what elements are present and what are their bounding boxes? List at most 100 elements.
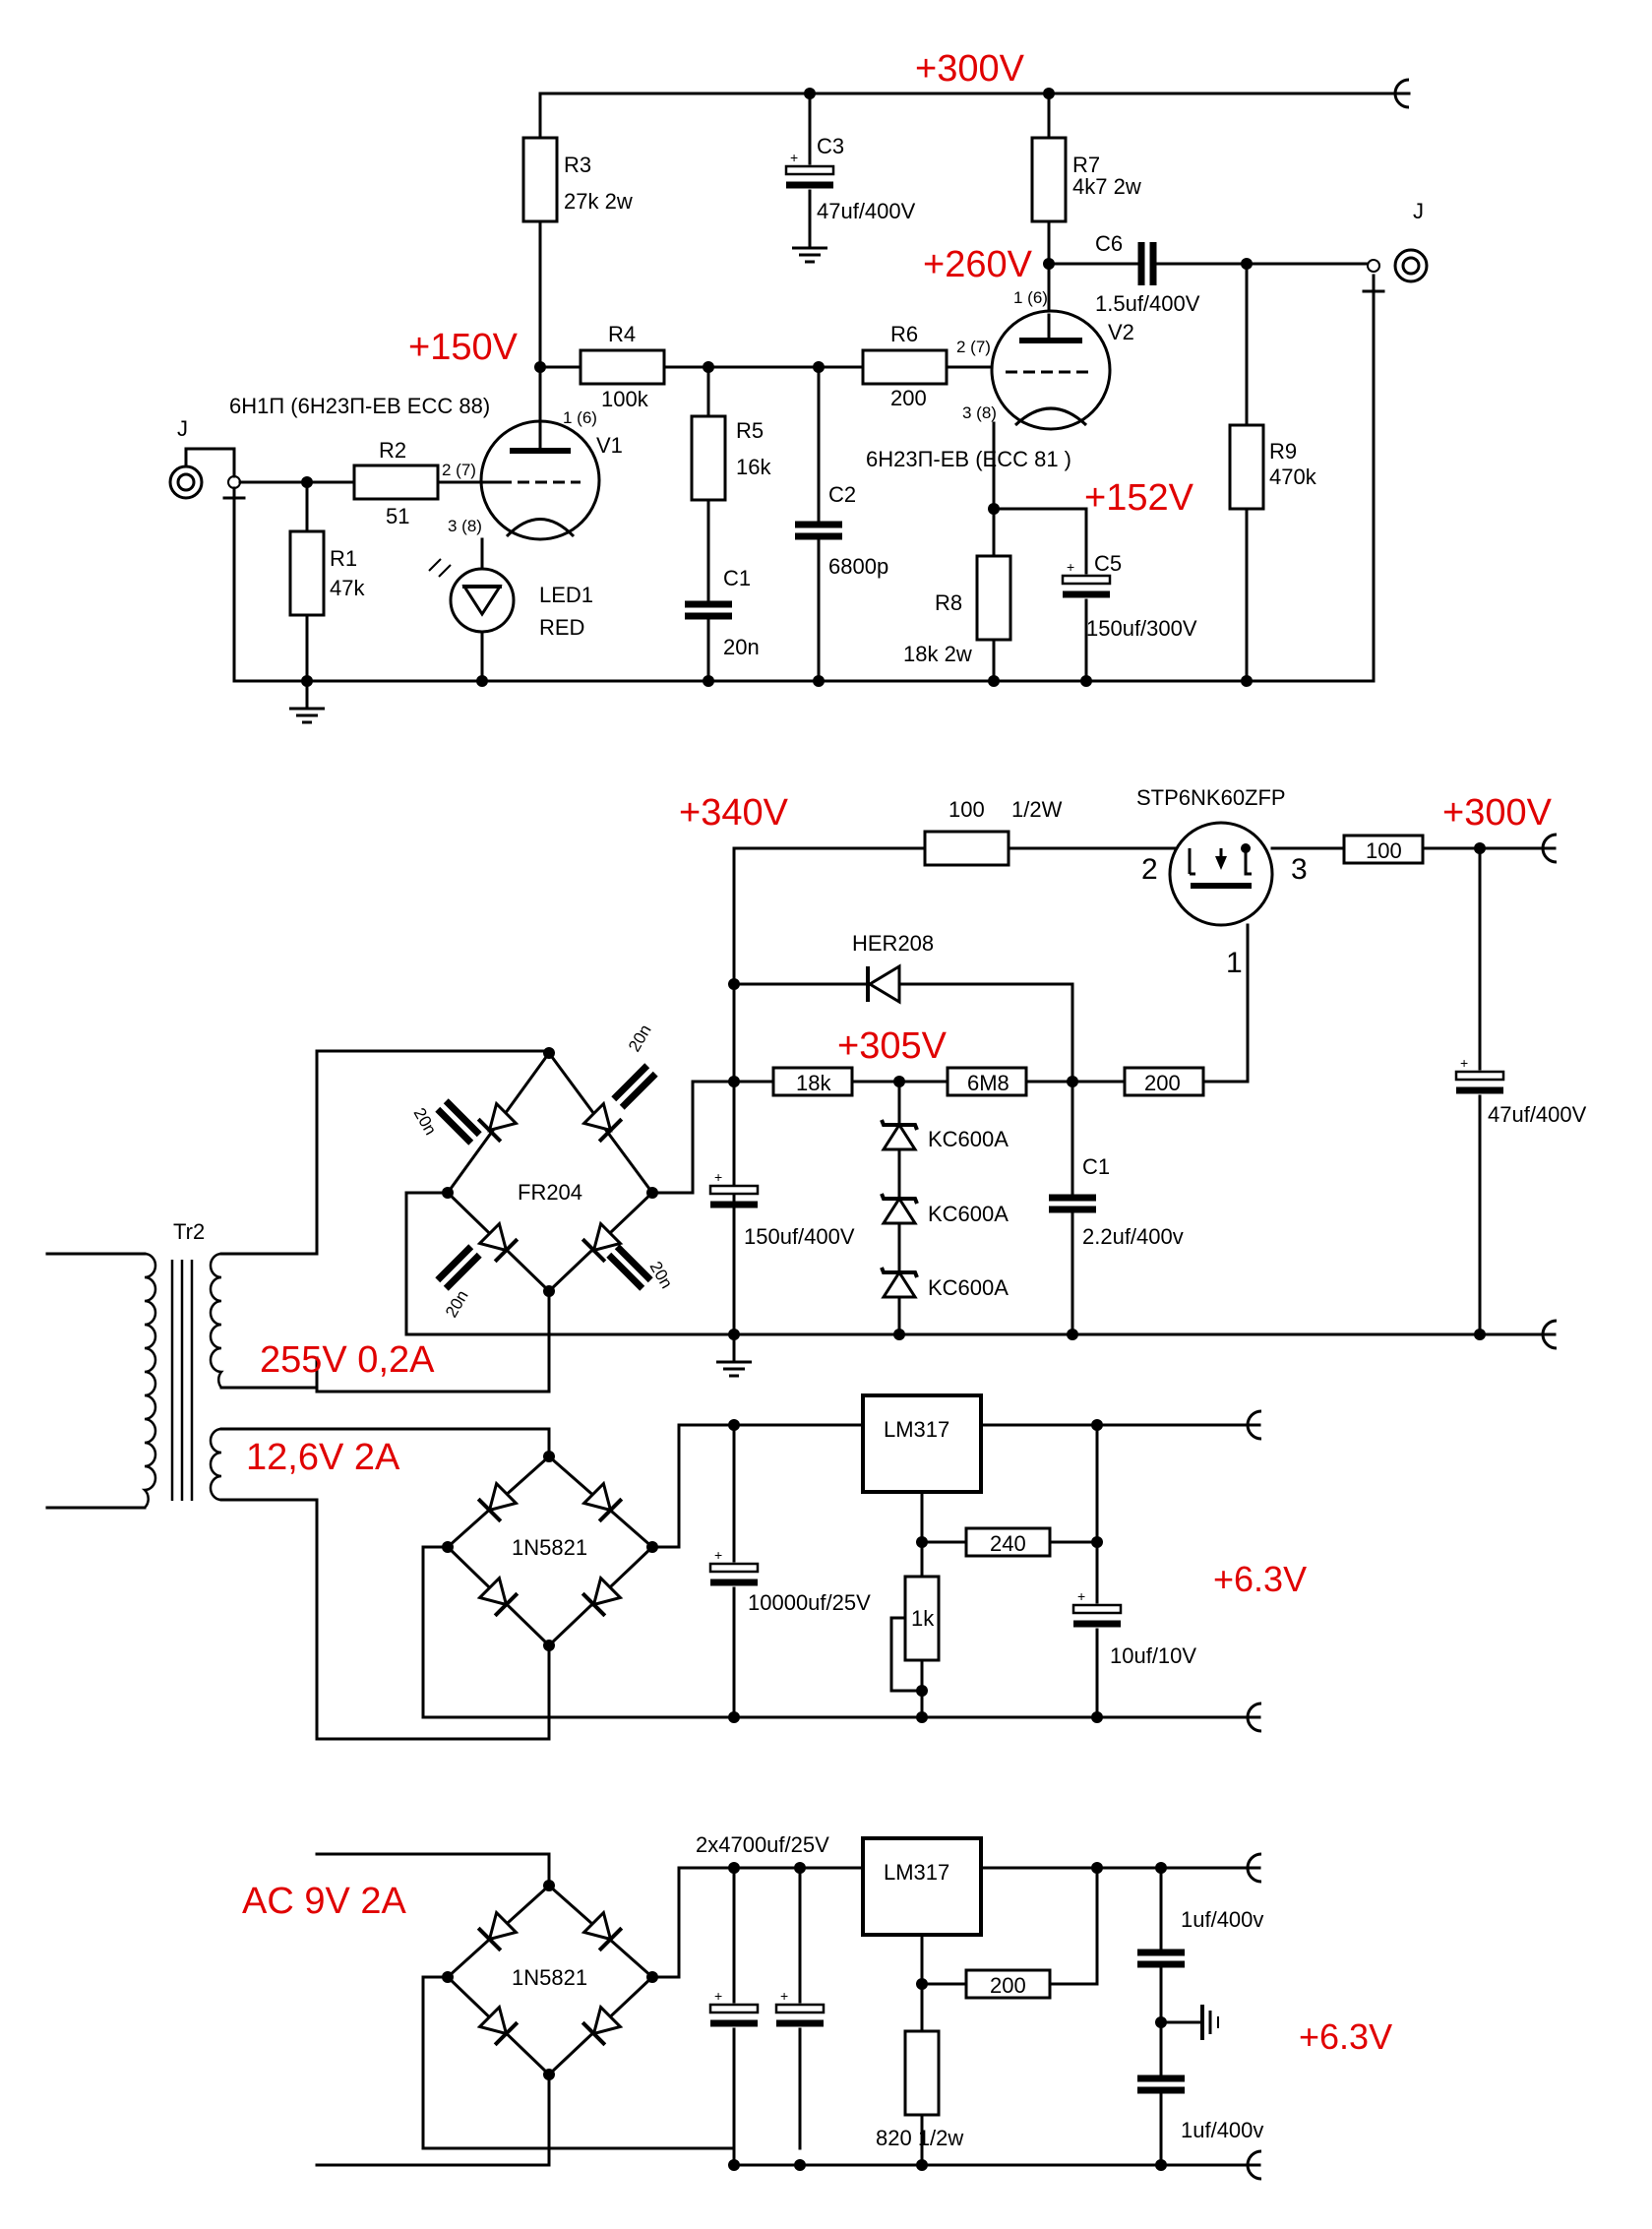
heater1-reg-label: LM317: [884, 1417, 949, 1442]
c-hv-out-value: 47uf/400V: [1488, 1102, 1587, 1127]
c5-ref: C5: [1094, 551, 1122, 576]
capacitor-c6: [1141, 242, 1153, 285]
resistor-heater2-820: [903, 2029, 941, 2117]
bridge-cap-2: 20n: [625, 1022, 655, 1055]
r5-value: 16k: [736, 455, 771, 479]
voltage-v1-anode: +150V: [408, 327, 519, 368]
led1: [428, 558, 516, 634]
resistor-gate-100: [923, 830, 1010, 867]
r9-ref: R9: [1269, 439, 1297, 464]
bridge-cap-4: 20n: [646, 1259, 677, 1292]
led1-value: RED: [539, 615, 584, 640]
r5-ref: R5: [736, 418, 764, 443]
resistor-r6: [861, 348, 948, 386]
r4-ref: R4: [608, 322, 636, 346]
transformer-label: Tr2: [173, 1219, 205, 1244]
preamp-section: +300V R3 27k 2w +150V C3 47uf/400V R7 4k…: [168, 48, 1429, 724]
c2-ref: C2: [828, 482, 856, 507]
c3-value: 47uf/400V: [817, 199, 916, 223]
heater1-section: 1N5821 10000uf/25V LM317 240 10uf/10V 1k…: [421, 1393, 1307, 1733]
regulator-lm317-2: [861, 1836, 983, 1937]
r-18k-value: 18k: [796, 1071, 831, 1095]
diode-her208: [866, 963, 901, 1005]
heater2-cin-value: 2x4700uf/25V: [696, 1832, 829, 1857]
c1-pre-ref: C1: [723, 566, 751, 590]
c6-ref: C6: [1095, 231, 1123, 256]
bridge-fr204: [438, 1050, 655, 1294]
heater2-rbot-value: 820 1/2w: [876, 2126, 963, 2150]
v1-pin-grid: 2 (7): [442, 461, 476, 479]
tube-v1: [479, 419, 601, 541]
heater2-ac-in: AC 9V 2A: [242, 1881, 407, 1922]
mosfet-label: STP6NK60ZFP: [1136, 785, 1286, 810]
resistor-r1: [288, 529, 326, 617]
v1-pin-cathode: 3 (8): [448, 517, 482, 535]
r4-value: 100k: [601, 387, 649, 411]
heater1-vout: +6.3V: [1213, 1559, 1307, 1599]
v2-type: 6Н23П-ЕВ (ECC 81 ): [866, 447, 1071, 471]
c2-value: 6800p: [828, 554, 888, 579]
heater1-rtop-value: 240: [990, 1531, 1026, 1556]
v1-pin-anode: 1 (6): [563, 408, 597, 427]
r6-ref: R6: [890, 322, 918, 346]
heater1-cout-value: 10uf/10V: [1110, 1643, 1196, 1668]
capacitor-c1-hv: [1049, 1198, 1096, 1209]
r1-ref: R1: [330, 546, 357, 571]
r-out-value: 100: [1366, 838, 1402, 863]
r1-value: 47k: [330, 576, 365, 600]
zener-1: [880, 1119, 919, 1151]
capacitor-heater2-bot: [1137, 2078, 1185, 2090]
r3-value: 27k 2w: [564, 189, 633, 214]
resistor-18k: [771, 1066, 854, 1097]
mosfet-pin-g: 1: [1226, 947, 1243, 979]
heater2-ctop-value: 1uf/400v: [1181, 1907, 1263, 1932]
resistor-r9: [1228, 423, 1265, 511]
resistor-r5: [690, 414, 727, 502]
lv-winding-label: 12,6V 2A: [246, 1437, 400, 1478]
output-jack-label: J: [1413, 199, 1424, 223]
mosfet: [1168, 821, 1274, 927]
chassis-ground-icon: [1200, 2005, 1219, 2040]
regulator-lm317-1: [861, 1393, 983, 1494]
mosfet-pin-s: 3: [1291, 853, 1308, 886]
capacitor-c1-pre: [685, 604, 732, 616]
v1-label: V1: [596, 433, 623, 458]
voltage-v2-cathode: +152V: [1084, 477, 1194, 519]
her208-label: HER208: [852, 931, 934, 956]
r7-ref: R7: [1072, 153, 1100, 177]
zener-3: [880, 1267, 919, 1299]
led1-ref: LED1: [539, 583, 593, 607]
heater2-reg-label: LM317: [884, 1860, 949, 1885]
zener-2: [880, 1193, 919, 1225]
capacitor-c2: [795, 525, 842, 536]
heater1-cin-value: 10000uf/25V: [748, 1590, 871, 1615]
hv-supply-section: +340V +300V +305V 100 1/2W STP6NK60ZFP 2…: [315, 785, 1587, 1393]
bridge-cap-1: 20n: [410, 1105, 441, 1139]
resistor-heater2-200: [964, 1968, 1052, 2000]
bridge-cap-3: 20n: [442, 1287, 472, 1321]
voltage-v2-anode: +260V: [923, 244, 1033, 285]
resistor-r8: [975, 554, 1012, 642]
v1-type: 6Н1П (6Н23П-ЕВ ECC 88): [229, 394, 490, 418]
output-jack[interactable]: [1393, 248, 1429, 283]
heater2-section: AC 9V 2A 1N5821 2x4700uf/25V LM317 200 8…: [242, 1832, 1392, 2181]
heater1-pot-value: 1k: [911, 1606, 935, 1631]
c1-hv-ref: C1: [1082, 1154, 1110, 1179]
resistor-r2: [352, 464, 440, 501]
input-jack[interactable]: [168, 464, 204, 500]
r9-value: 470k: [1269, 464, 1317, 489]
tube-v2: [990, 309, 1112, 431]
v2-pin-grid: 2 (7): [956, 338, 991, 356]
c3-ref: C3: [817, 134, 844, 158]
r-6m8-value: 6M8: [967, 1071, 1010, 1095]
voltage-b-plus: +300V: [915, 48, 1025, 90]
v2-pin-anode: 1 (6): [1013, 288, 1048, 307]
r6-value: 200: [890, 386, 927, 410]
v2-label: V2: [1108, 320, 1134, 344]
r8-ref: R8: [935, 590, 962, 615]
voltage-ref: +305V: [837, 1025, 948, 1067]
r-gate-value: 100: [948, 797, 985, 822]
r7-value: 4k7 2w: [1072, 174, 1141, 199]
heater2-cbot-value: 1uf/400v: [1181, 2118, 1263, 2142]
